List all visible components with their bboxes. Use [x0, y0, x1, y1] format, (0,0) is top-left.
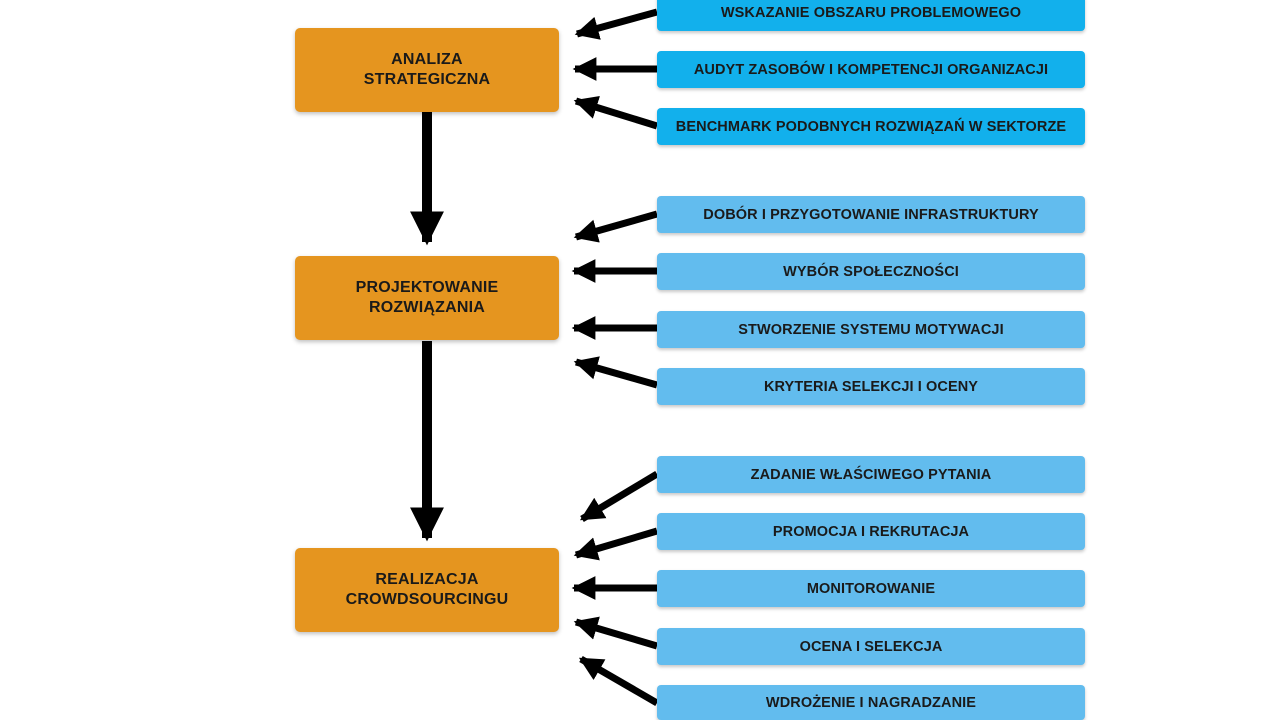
task-label: WSKAZANIE OBSZARU PROBLEMOWEGO — [720, 4, 1022, 21]
stage-realizacja-crowdsourcingu: REALIZACJA CROWDSOURCINGU — [295, 548, 559, 632]
task-label: STWORZENIE SYSTEMU MOTYWACJI — [738, 321, 1004, 338]
task-arrow — [573, 356, 658, 389]
task-arrow — [578, 655, 659, 707]
task-label: BENCHMARK PODOBNYCH ROZWIĄZAŃ W SEKTORZE — [675, 118, 1067, 135]
task-box: AUDYT ZASOBÓW I KOMPETENCJI ORGANIZACJI — [657, 51, 1085, 88]
task-box: ZADANIE WŁAŚCIWEGO PYTANIA — [657, 456, 1085, 493]
task-box: KRYTERIA SELEKCJI I OCENY — [657, 368, 1085, 405]
task-label: AUDYT ZASOBÓW I KOMPETENCJI ORGANIZACJI — [693, 61, 1049, 78]
task-arrow — [573, 527, 658, 561]
task-box: DOBÓR I PRZYGOTOWANIE INFRASTRUKTURY — [657, 196, 1085, 233]
task-box: PROMOCJA I REKRUTACJA — [657, 513, 1085, 550]
stage-projektowanie-rozwiazania: PROJEKTOWANIE ROZWIĄZANIA — [295, 256, 559, 340]
task-label: ZADANIE WŁAŚCIWEGO PYTANIA — [750, 466, 992, 483]
stage-label: ANALIZA STRATEGICZNA — [363, 51, 491, 88]
task-arrow — [579, 470, 659, 523]
stage-analiza-strategiczna: ANALIZA STRATEGICZNA — [295, 28, 559, 112]
task-label: MONITOROWANIE — [806, 580, 936, 597]
task-box: WYBÓR SPOŁECZNOŚCI — [657, 253, 1085, 290]
task-box: BENCHMARK PODOBNYCH ROZWIĄZAŃ W SEKTORZE — [657, 108, 1085, 145]
task-label: WDROŻENIE I NAGRADZANIE — [765, 694, 977, 711]
stage-label: REALIZACJA CROWDSOURCINGU — [345, 571, 509, 608]
task-box: WSKAZANIE OBSZARU PROBLEMOWEGO — [657, 0, 1085, 31]
task-arrow — [574, 8, 658, 40]
task-label: KRYTERIA SELEKCJI I OCENY — [763, 378, 979, 395]
task-label: OCENA I SELEKCJA — [799, 638, 943, 655]
task-arrow — [573, 210, 658, 243]
stage-label: PROJEKTOWANIE ROZWIĄZANIA — [355, 279, 499, 316]
task-arrow — [573, 616, 658, 650]
task-box: WDROŻENIE I NAGRADZANIE — [657, 685, 1085, 720]
task-label: DOBÓR I PRZYGOTOWANIE INFRASTRUKTURY — [703, 206, 1039, 223]
task-box: STWORZENIE SYSTEMU MOTYWACJI — [657, 311, 1085, 348]
task-label: WYBÓR SPOŁECZNOŚCI — [783, 263, 959, 280]
task-box: OCENA I SELEKCJA — [657, 628, 1085, 665]
task-box: MONITOROWANIE — [657, 570, 1085, 607]
task-label: PROMOCJA I REKRUTACJA — [772, 523, 970, 540]
task-arrow — [573, 95, 659, 130]
